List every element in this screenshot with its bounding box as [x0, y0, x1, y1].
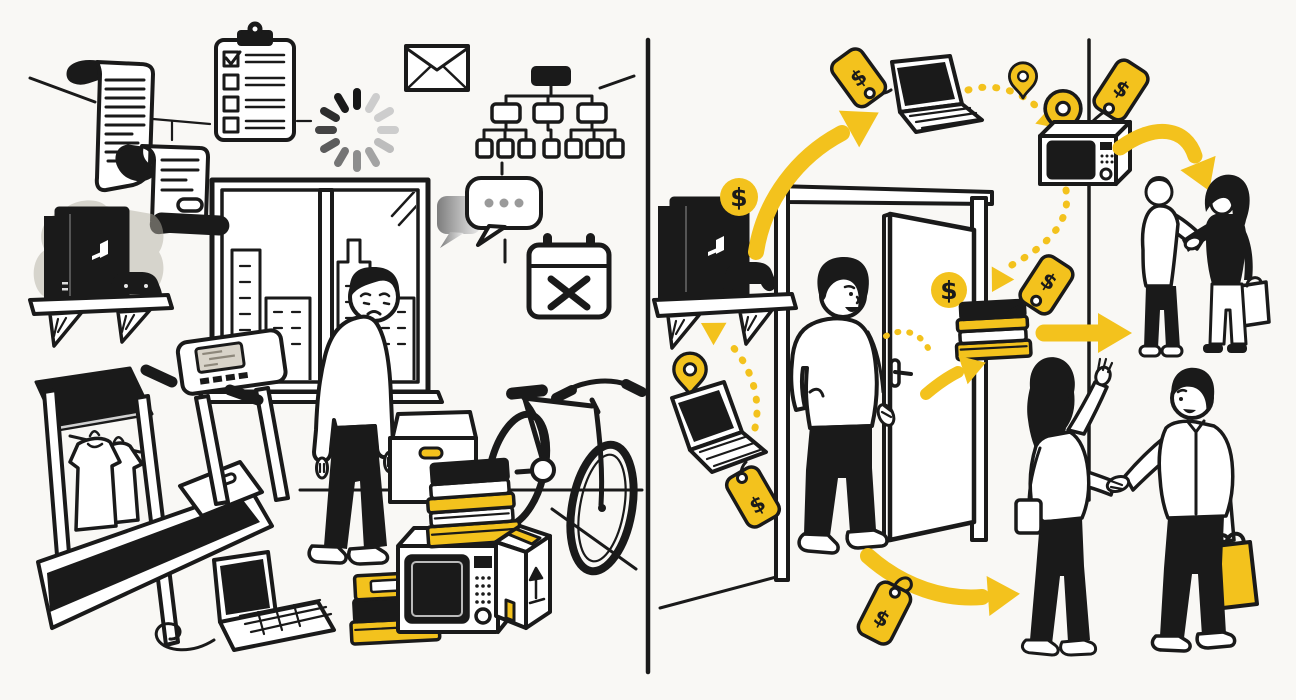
gamepad-icon	[722, 262, 776, 292]
microwave-for-sale: $	[1038, 58, 1150, 186]
seller-man-top	[1138, 176, 1206, 358]
books-for-sale: $	[954, 254, 1075, 362]
man-shirt	[789, 316, 879, 430]
floor-corner-line	[550, 507, 638, 571]
happy-face	[843, 284, 860, 312]
buyer-handshake-top	[1138, 174, 1271, 358]
console-for-sale-shelf: $	[652, 178, 798, 350]
packed-carton	[494, 524, 552, 630]
dollar-coin-label: $	[730, 183, 747, 212]
sale-growth-arrow	[748, 110, 879, 260]
laptop-for-sale-bottom: $	[670, 322, 782, 529]
location-pin-icon	[1007, 61, 1039, 100]
small-bag	[1014, 498, 1043, 535]
sad-man-shoe-right	[347, 545, 390, 566]
floor-corner-line-right	[658, 574, 782, 610]
sad-man-hands	[315, 450, 397, 480]
dotted-offer-path	[883, 328, 933, 355]
woman-blouse	[1028, 430, 1091, 524]
laptop-for-sale-top: $	[829, 47, 984, 134]
carton-tape	[506, 527, 542, 546]
sale-flow-arrow-bottom: $	[856, 548, 1020, 646]
bike-seat	[506, 384, 548, 400]
price-tag: $	[1092, 58, 1150, 122]
hand-on-hip	[808, 387, 825, 398]
fragile-arrow-icon	[528, 566, 546, 605]
open-hand	[876, 403, 896, 427]
man-shoe-right	[845, 528, 889, 550]
buyer-man-bottom	[1123, 367, 1259, 653]
shelf-brackets	[48, 308, 152, 348]
man-pants	[1160, 516, 1226, 638]
playstation-logo	[708, 236, 724, 256]
woman-pants	[1030, 518, 1090, 644]
price-tag: $	[724, 465, 782, 529]
receipt-scroll-icon	[66, 60, 230, 236]
door-panel	[887, 211, 977, 543]
sad-face	[359, 292, 391, 316]
box-handle	[418, 446, 444, 460]
shirt-collar	[1186, 419, 1206, 516]
door-handle	[889, 358, 913, 388]
raised-arm	[1066, 380, 1109, 436]
waving-woman	[1014, 357, 1117, 657]
location-pin-icon	[672, 351, 708, 397]
right-scene-selling: $ $	[652, 38, 1271, 657]
hanging-clothes	[68, 430, 144, 532]
dotted-path-to-books	[991, 186, 1071, 293]
playstation-logo	[92, 240, 108, 260]
treadmill-grip-right	[224, 384, 264, 406]
waving-hand	[1094, 357, 1114, 387]
sad-man-shoe-left	[307, 544, 348, 565]
org-chart-icon	[475, 66, 625, 159]
small-arrow-to-books	[920, 355, 986, 400]
loading-spinner-icon	[315, 88, 399, 172]
price-tag: $	[1018, 254, 1075, 316]
treadmill-belt	[47, 500, 260, 612]
treadmill-grip-left	[140, 364, 178, 388]
dotted-path-up	[700, 322, 761, 432]
buyer-woman-top	[1182, 174, 1271, 353]
sad-man	[307, 267, 400, 566]
man-shoe-left	[797, 532, 840, 555]
sad-man-pants	[324, 424, 387, 549]
handover-arrow-top	[1112, 123, 1216, 191]
man-hair	[817, 257, 869, 308]
man-hair	[1171, 367, 1215, 414]
dollar-coin: $	[931, 272, 967, 308]
sad-man-hair	[349, 267, 400, 298]
laptop-cable	[154, 622, 216, 652]
carton-tape-2	[504, 598, 516, 623]
laptop-on-floor	[154, 550, 336, 652]
envelope-icon	[404, 44, 470, 92]
wall-corner-lines	[28, 74, 636, 142]
folded-treadmill	[34, 328, 290, 647]
game-console-shelf	[28, 200, 174, 348]
happy-man-at-door	[789, 257, 986, 555]
left-scene-cluttered-room	[28, 21, 647, 652]
treadmill-post-left	[194, 394, 230, 506]
handshake-hands	[1105, 475, 1131, 493]
price-tag: $	[856, 580, 913, 646]
handover-arrow-mid	[1035, 313, 1132, 353]
shelf-brackets	[666, 308, 774, 350]
treadmill-console	[175, 328, 288, 396]
console-stand	[658, 206, 671, 302]
checklist-clipboard-icon	[214, 21, 296, 142]
price-tag: $	[829, 47, 888, 109]
handshake-hands	[1183, 235, 1203, 251]
console-stand	[44, 216, 56, 304]
chat-bubbles-icon	[437, 161, 543, 264]
man-pants	[804, 424, 876, 536]
dollar-coin-label: $	[940, 276, 957, 305]
treadmill-post-right	[254, 386, 290, 502]
cancelled-calendar-icon	[526, 233, 612, 320]
seller-buyer-handshake-bottom	[1014, 357, 1259, 657]
dollar-coin: $	[720, 178, 758, 216]
wall-shelf	[652, 292, 798, 318]
